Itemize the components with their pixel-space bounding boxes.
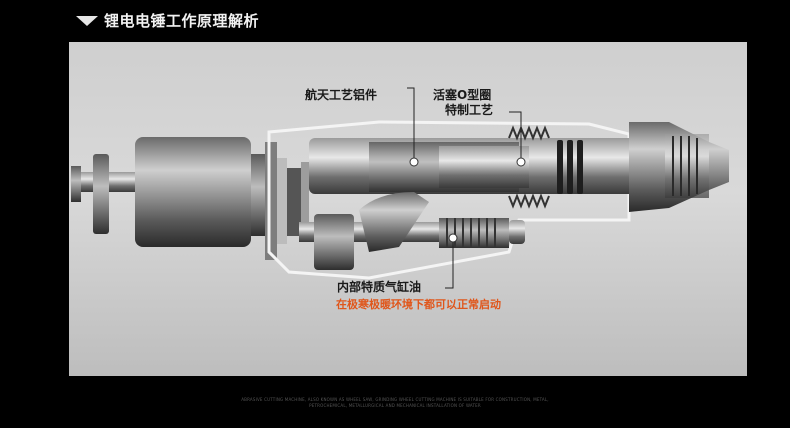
callout-cylinder-oil: 内部特质气缸油 bbox=[337, 280, 422, 294]
callout-oring-line2: 特制工艺 bbox=[445, 103, 494, 117]
triangle-down-icon bbox=[76, 16, 98, 26]
footer-line-1: ABRASIVE CUTTING MACHINE, ALSO KNOWN AS … bbox=[241, 397, 549, 402]
callout-oring-line1: 活塞O型圈 bbox=[433, 88, 492, 102]
section-header: 锂电电锤工作原理解析 bbox=[0, 0, 790, 40]
shaft-collar bbox=[93, 154, 109, 234]
piston-o-rings bbox=[557, 140, 583, 194]
crank-arm bbox=[359, 192, 429, 252]
footer-fineprint: ABRASIVE CUTTING MACHINE, ALSO KNOWN AS … bbox=[0, 397, 790, 409]
piston bbox=[439, 146, 529, 188]
spring-coils bbox=[508, 125, 550, 209]
footer-line-2: PETROCHEMICAL, METALLURGICAL AND MECHANI… bbox=[309, 403, 481, 408]
callout-aerospace-aluminum: 航天工艺铝件 bbox=[305, 88, 378, 102]
lower-gear bbox=[439, 218, 509, 248]
motor-body bbox=[135, 137, 251, 247]
gear-stack bbox=[265, 142, 309, 260]
hammer-cutaway-diagram: 航天工艺铝件 活塞O型圈 特制工艺 内部特质气缸油 在极寒极暖环境下都可以正常启… bbox=[69, 42, 747, 376]
section-title: 锂电电锤工作原理解析 bbox=[104, 12, 260, 30]
hammer-mechanism-illustration bbox=[71, 87, 729, 289]
callout-cylinder-oil-note: 在极寒极暖环境下都可以正常启动 bbox=[336, 298, 501, 311]
small-gear bbox=[314, 214, 354, 270]
